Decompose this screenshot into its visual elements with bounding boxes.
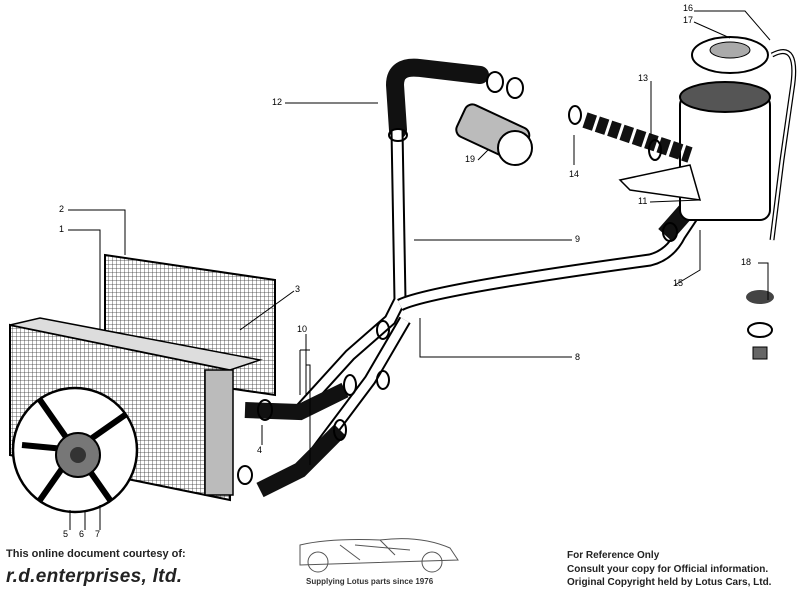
hose-12 (385, 58, 489, 139)
callout-10: 10 (297, 324, 308, 334)
slogan-text: Supplying Lotus parts since 1976 (306, 577, 434, 586)
callout-4: 4 (257, 445, 263, 455)
footer-courtesy: This online document courtesy of: r.d.en… (6, 548, 186, 588)
callout-12: 12 (272, 97, 283, 107)
grommet (746, 290, 774, 304)
callout-1: 1 (59, 224, 65, 234)
footer-disclaimer: For Reference Only Consult your copy for… (567, 549, 771, 590)
callout-3: 3 (295, 284, 301, 294)
callout-15: 15 (673, 278, 684, 288)
header-tank (618, 81, 771, 221)
callout-16: 16 (683, 3, 694, 13)
callout-17: 17 (683, 15, 694, 25)
pipe-9 (295, 129, 407, 415)
hose-clips (237, 71, 678, 485)
callout-8: 8 (575, 352, 581, 362)
callout-13: 13 (638, 73, 649, 83)
leader-lines (68, 10, 771, 530)
callout-9: 9 (575, 234, 581, 244)
callout-11: 11 (638, 196, 648, 206)
copyright-text: Original Copyright held by Lotus Cars, L… (567, 577, 772, 588)
brand-name: r.d.enterprises, ltd. (6, 566, 183, 587)
callout-6: 6 (79, 529, 85, 539)
callout-5: 5 (63, 529, 69, 539)
callout-2: 2 (59, 204, 65, 214)
consult-text: Consult your copy for Official informati… (567, 563, 769, 575)
cooling-fan (11, 386, 139, 514)
nut (752, 346, 768, 360)
hose-13 (582, 112, 693, 163)
callout-14: 14 (569, 169, 580, 179)
callout-18: 18 (741, 257, 752, 267)
reference-text: For Reference Only (567, 550, 660, 561)
washer (747, 322, 773, 338)
adaptor-19 (455, 103, 533, 166)
courtesy-text: This online document courtesy of: (6, 548, 186, 560)
callout-19: 19 (465, 154, 476, 164)
hose-10-upper (244, 382, 349, 421)
lotus-car-logo (299, 538, 459, 573)
filler-cap (691, 36, 769, 74)
callout-7: 7 (95, 529, 101, 539)
hose-10-lower (256, 424, 346, 498)
